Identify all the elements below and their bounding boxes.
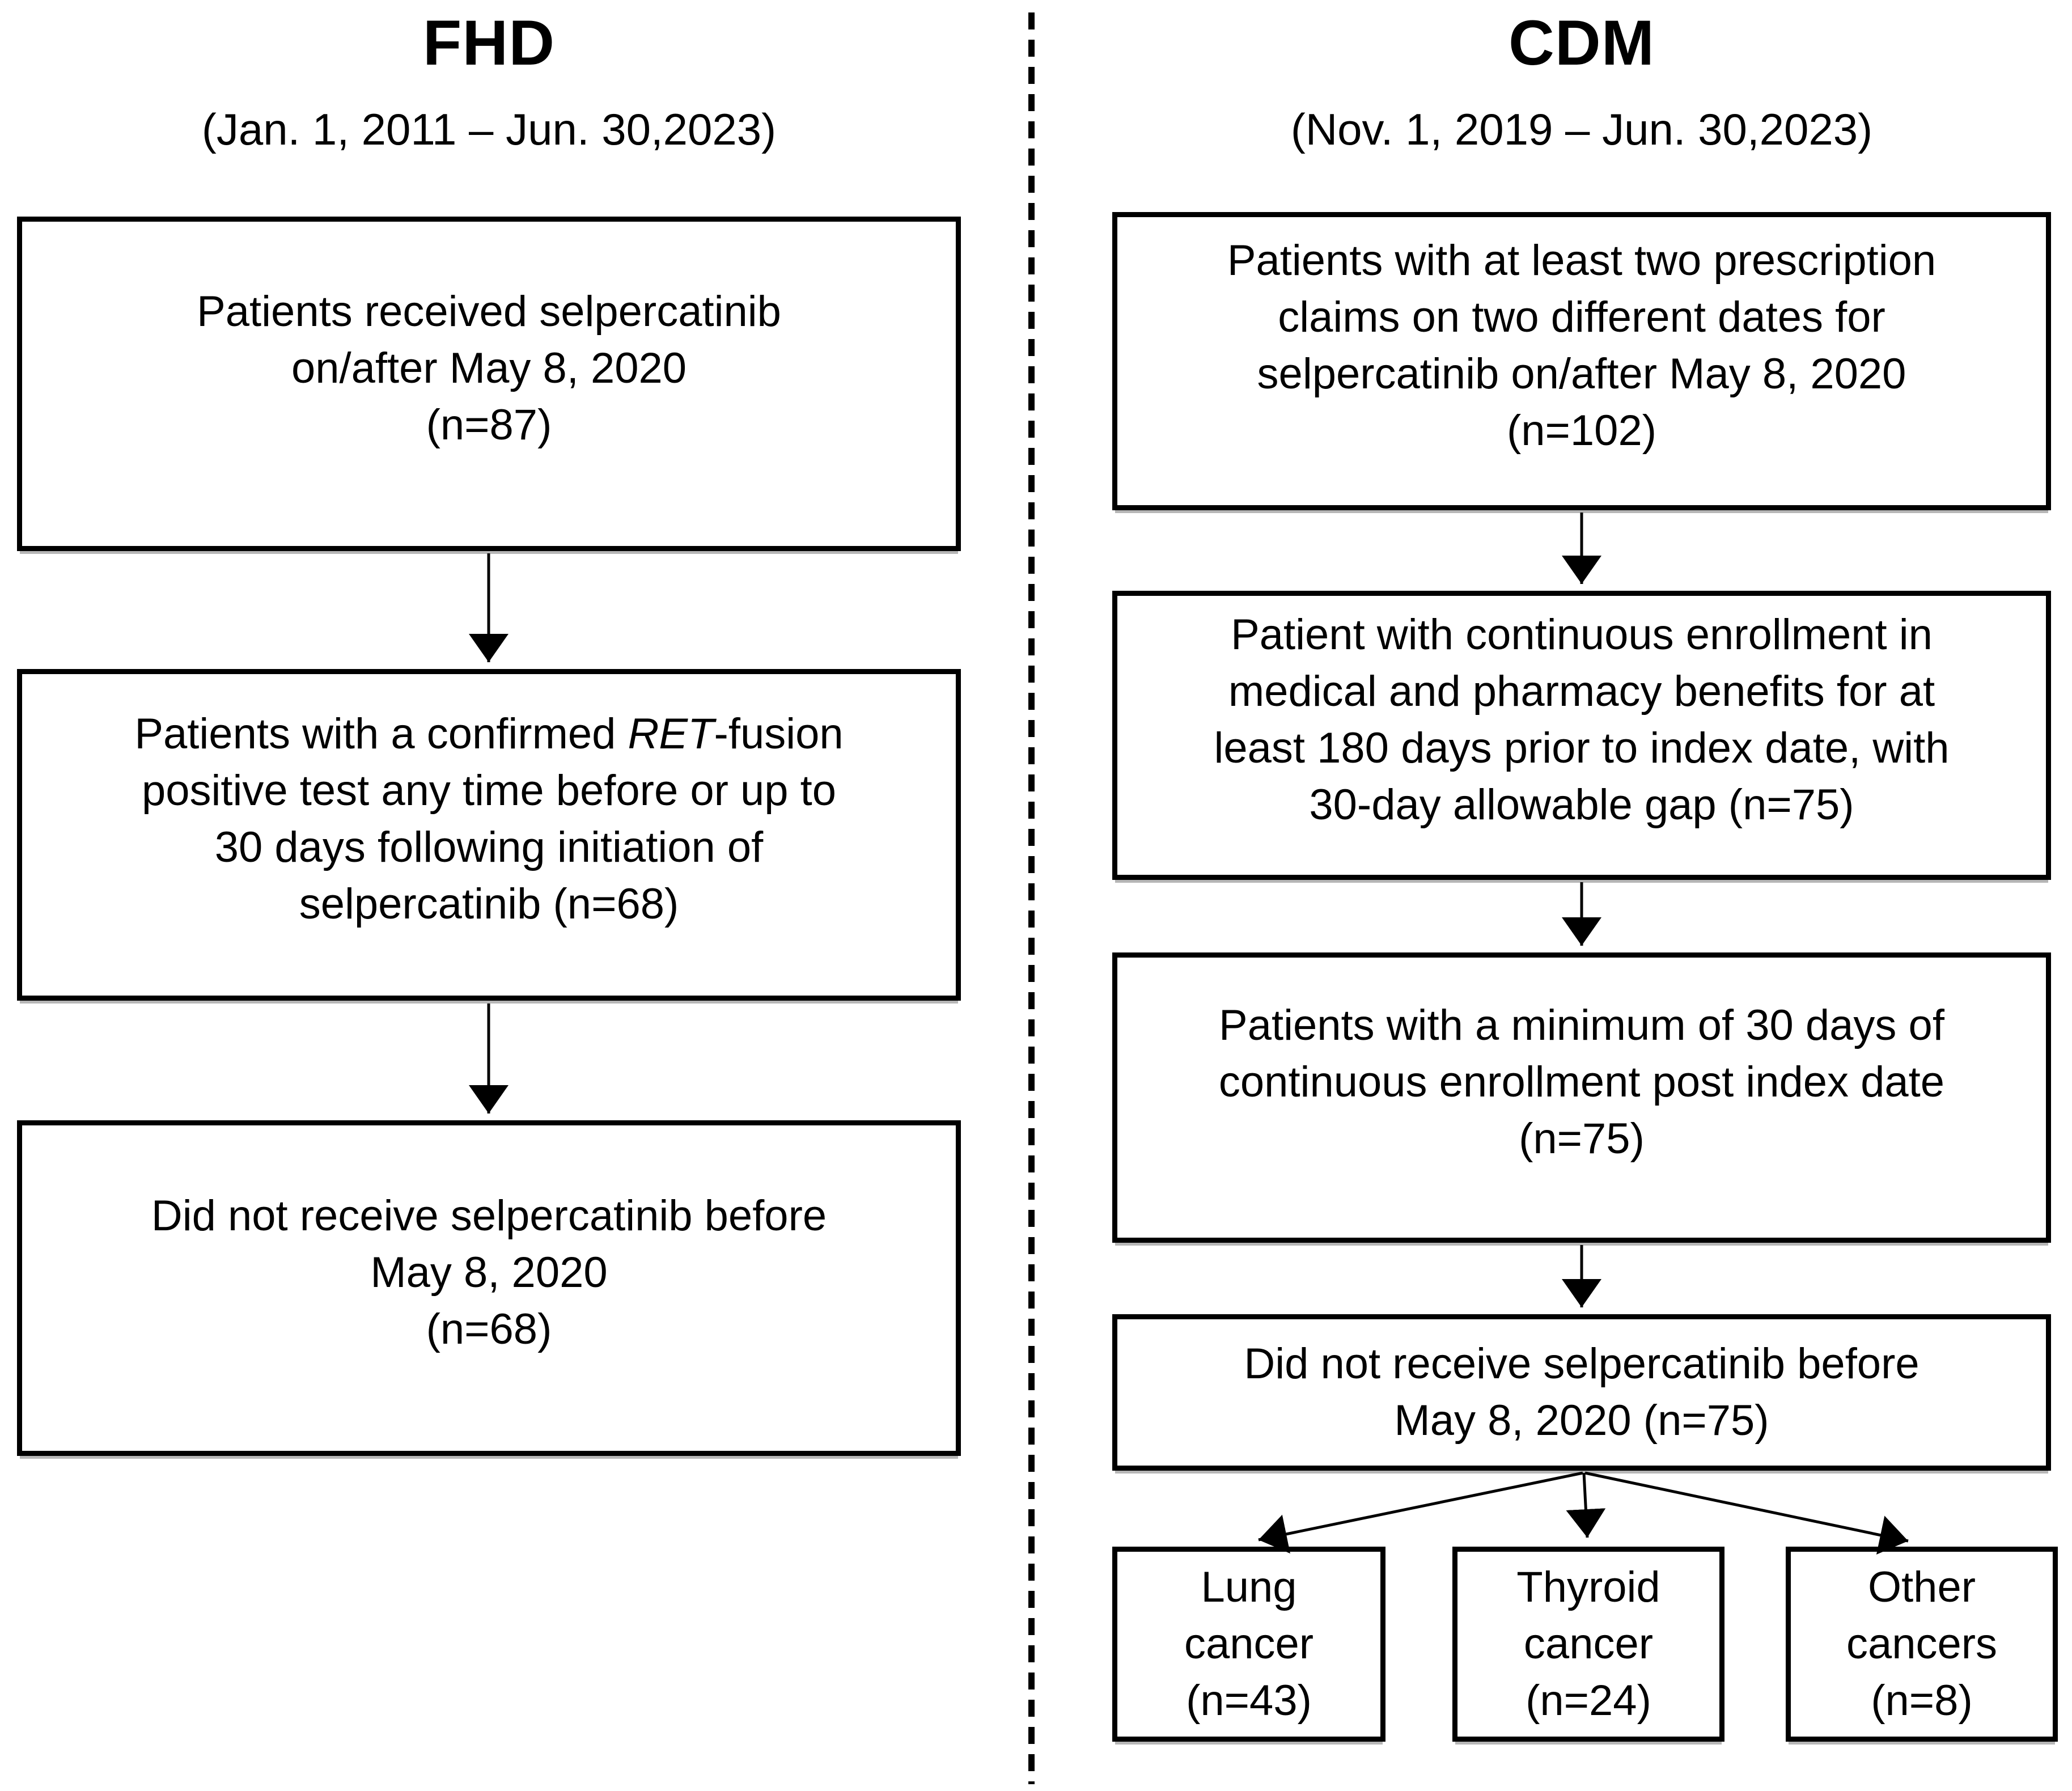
fhd-box-2-line1: Patients with a confirmed RET-fusion xyxy=(134,706,843,763)
cdm-box-other-cancers: Other cancers (n=8) xyxy=(1786,1547,2058,1742)
other-cancers-text: Other cancers (n=8) xyxy=(1846,1563,1998,1725)
cdm-fan-arrow-other xyxy=(1584,1471,1909,1555)
cdm-box-thyroid-cancer: Thyroid cancer (n=24) xyxy=(1452,1547,1724,1742)
cdm-box-no-prior-selpercatinib: Did not receive selpercatinib before May… xyxy=(1112,1314,2051,1471)
fhd-box-no-prior-selpercatinib: Did not receive selpercatinib before May… xyxy=(17,1120,961,1456)
cdm-box-enrollment-post-index: Patients with a minimum of 30 days of co… xyxy=(1112,952,2051,1243)
fhd-box-ret-fusion-confirmed: Patients with a confirmed RET-fusion pos… xyxy=(17,669,961,1001)
cdm-date-range: (Nov. 1, 2019 – Jun. 30,2023) xyxy=(1290,104,1873,154)
fhd-column-title: FHD xyxy=(422,7,556,78)
fhd-date-range: (Jan. 1, 2011 – Jun. 30,2023) xyxy=(201,104,777,154)
fhd-box-2-rest: positive test any time before or up to 3… xyxy=(141,767,837,928)
fhd-box-2-line1-suffix: -fusion xyxy=(714,710,844,758)
cdm-box-2-text: Patient with continuous enrollment in me… xyxy=(1214,610,1950,829)
cdm-fan-arrow-lung xyxy=(1258,1471,1583,1554)
cdm-box-4-text: Did not receive selpercatinib before May… xyxy=(1244,1340,1920,1445)
cdm-box-3-text: Patients with a minimum of 30 days of co… xyxy=(1218,1001,1945,1163)
fhd-box-received-selpercatinib: Patients received selpercatinib on/after… xyxy=(17,217,961,551)
cdm-box-1-text: Patients with at least two prescription … xyxy=(1227,236,1937,455)
fhd-box-1-text: Patients received selpercatinib on/after… xyxy=(197,287,781,449)
cdm-column-title: CDM xyxy=(1508,7,1655,78)
fhd-box-3-text: Did not receive selpercatinib before May… xyxy=(151,1191,827,1353)
lung-cancer-text: Lung cancer (n=43) xyxy=(1184,1563,1314,1725)
ret-gene-italic: RET xyxy=(628,710,714,758)
thyroid-cancer-text: Thyroid cancer (n=24) xyxy=(1516,1563,1660,1725)
cdm-box-lung-cancer: Lung cancer (n=43) xyxy=(1112,1547,1385,1742)
dashed-divider-line xyxy=(1028,12,1035,1784)
fhd-box-2-line1-prefix: Patients with a confirmed xyxy=(134,710,628,758)
cdm-box-two-claims: Patients with at least two prescription … xyxy=(1112,212,2051,510)
cdm-box-continuous-enrollment-pre-index: Patient with continuous enrollment in me… xyxy=(1112,591,2051,880)
cdm-fan-arrow-thyroid xyxy=(1566,1472,1606,1538)
